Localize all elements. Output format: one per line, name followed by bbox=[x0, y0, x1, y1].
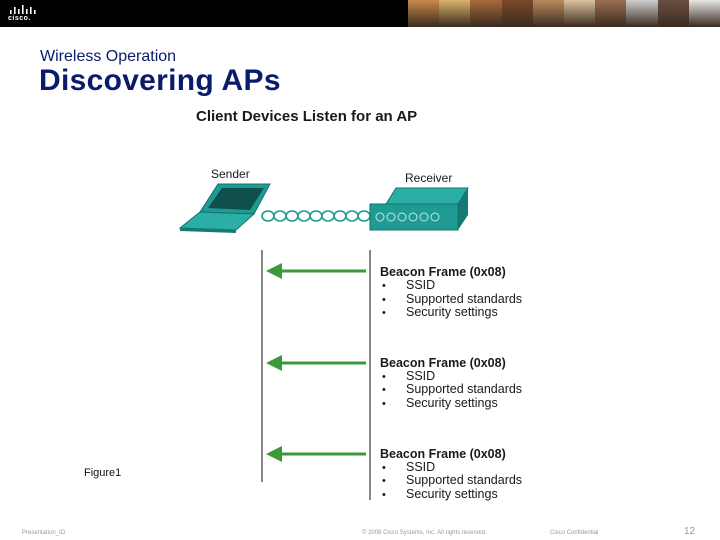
receiver-label: Receiver bbox=[405, 171, 452, 185]
frame-item: Security settings bbox=[406, 305, 498, 319]
bullet: • bbox=[382, 398, 386, 410]
beacon-diagram: Client Devices Listen for an AP Sender R… bbox=[178, 108, 522, 501]
header-photo bbox=[470, 0, 502, 27]
bullet: • bbox=[382, 294, 386, 306]
beacon-frame-3: Beacon Frame (0x08) • SSID • Supported s… bbox=[380, 447, 522, 501]
frame-item: SSID bbox=[406, 369, 435, 383]
figure-caption: Figure1 bbox=[84, 467, 122, 479]
bullet: • bbox=[382, 462, 386, 474]
frame-item: Supported standards bbox=[406, 382, 522, 396]
header-photo bbox=[688, 0, 720, 27]
footer-confidential: Cisco Confidential bbox=[550, 530, 599, 536]
bullet: • bbox=[382, 307, 386, 319]
frame-item: SSID bbox=[406, 278, 435, 292]
header-photo bbox=[595, 0, 627, 27]
footer-copyright: © 2008 Cisco Systems, Inc. All rights re… bbox=[362, 530, 487, 536]
beacon-frame-2: Beacon Frame (0x08) • SSID • Supported s… bbox=[380, 356, 522, 410]
bullet: • bbox=[382, 475, 386, 487]
header-photo bbox=[626, 0, 658, 27]
cisco-logo: cisco. bbox=[8, 4, 44, 24]
frame-item: Supported standards bbox=[406, 473, 522, 487]
beacon-arrow-2 bbox=[266, 355, 366, 371]
frame-item: SSID bbox=[406, 460, 435, 474]
frame-item: Security settings bbox=[406, 487, 498, 501]
beacon-arrow-3 bbox=[266, 446, 366, 462]
header-photo bbox=[408, 0, 440, 27]
frame-title: Beacon Frame (0x08) bbox=[380, 356, 506, 370]
frame-item: Security settings bbox=[406, 396, 498, 410]
cisco-bridge-icon bbox=[10, 5, 36, 14]
photo-strip bbox=[408, 0, 720, 27]
access-point-icon bbox=[369, 187, 469, 231]
header-photo bbox=[439, 0, 471, 27]
top-banner: cisco. bbox=[0, 0, 720, 27]
bullet: • bbox=[382, 384, 386, 396]
header-photo bbox=[657, 0, 689, 27]
bullet: • bbox=[382, 489, 386, 501]
logo-text: cisco. bbox=[8, 15, 31, 22]
header-photo bbox=[501, 0, 533, 27]
frame-title: Beacon Frame (0x08) bbox=[380, 447, 506, 461]
frame-title: Beacon Frame (0x08) bbox=[380, 265, 506, 279]
laptop-icon bbox=[178, 183, 271, 233]
frame-item: Supported standards bbox=[406, 292, 522, 306]
page-title: Discovering APs bbox=[39, 64, 281, 97]
bullet: • bbox=[382, 371, 386, 383]
header-photo bbox=[564, 0, 596, 27]
header-photo bbox=[532, 0, 565, 27]
beacon-frame-1: Beacon Frame (0x08) • SSID • Supported s… bbox=[380, 265, 522, 319]
diagram-heading: Client Devices Listen for an AP bbox=[196, 108, 417, 125]
sender-label: Sender bbox=[211, 167, 250, 181]
section-label: Wireless Operation bbox=[40, 48, 177, 65]
wireless-signal-icon bbox=[261, 210, 371, 222]
beacon-arrow-1 bbox=[266, 263, 366, 279]
page-number: 12 bbox=[684, 526, 696, 537]
footer-presentation-id: Presentation_ID bbox=[22, 530, 66, 536]
bullet: • bbox=[382, 280, 386, 292]
